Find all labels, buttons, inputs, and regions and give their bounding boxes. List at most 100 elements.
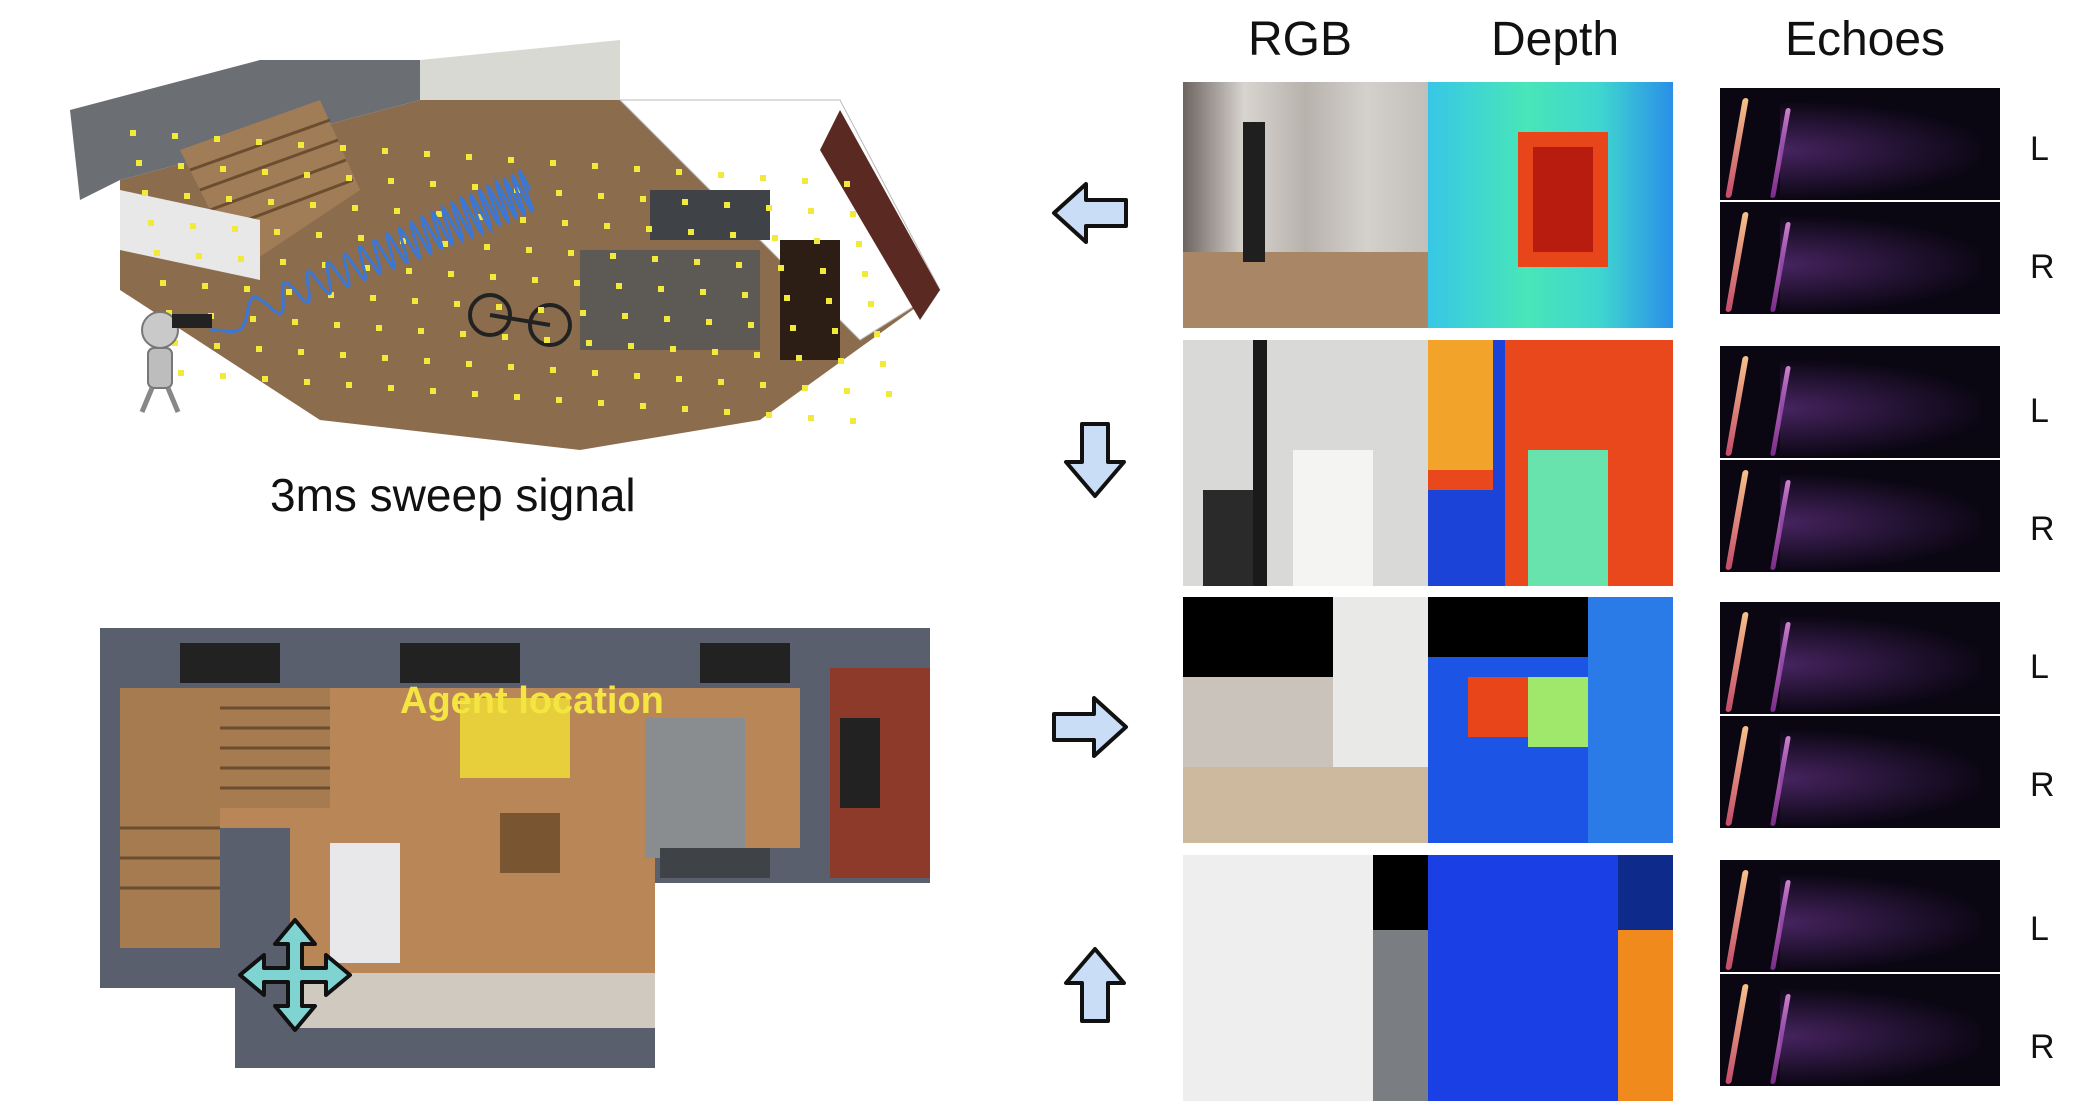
echo-spectrogram-right <box>1720 460 2000 572</box>
rgb-panel-row3 <box>1183 597 1428 843</box>
sampling-dot <box>430 388 436 394</box>
sampling-dot <box>340 352 346 358</box>
sampling-dot <box>616 283 622 289</box>
sampling-dot <box>850 211 856 217</box>
sampling-dot <box>298 142 304 148</box>
sampling-dot <box>520 217 526 223</box>
sampling-dot <box>172 340 178 346</box>
sampling-dot <box>388 385 394 391</box>
sampling-dot <box>382 148 388 154</box>
sampling-dot <box>538 307 544 313</box>
sampling-dot <box>136 160 142 166</box>
depth-panel-row2 <box>1428 340 1673 586</box>
sampling-dot <box>244 286 250 292</box>
sampling-dot <box>604 223 610 229</box>
sampling-grid-dots <box>130 130 892 424</box>
header-echoes: Echoes <box>1784 13 1946 66</box>
map-yellow-rug <box>460 698 570 778</box>
sampling-dot <box>754 352 760 358</box>
sampling-dot <box>226 196 232 202</box>
room-3d-view <box>70 40 941 450</box>
sampling-dot <box>448 271 454 277</box>
sampling-dot <box>808 208 814 214</box>
label-l-row3: L <box>2030 648 2049 686</box>
map-sofa <box>660 848 770 878</box>
sampling-dot <box>220 166 226 172</box>
sampling-dot <box>430 181 436 187</box>
sampling-dot <box>184 193 190 199</box>
rgb-panel-row4 <box>1183 855 1428 1101</box>
map-stairs <box>120 688 330 948</box>
sampling-dot <box>568 250 574 256</box>
sampling-dot <box>196 253 202 259</box>
sampling-dot <box>556 190 562 196</box>
sampling-dot <box>772 235 778 241</box>
sampling-dot <box>664 316 670 322</box>
sampling-dot <box>466 361 472 367</box>
rgb-panel-row1 <box>1183 82 1428 328</box>
sampling-dot <box>178 370 184 376</box>
robot-agent-icon <box>139 311 212 413</box>
sampling-dot <box>634 373 640 379</box>
rug <box>580 250 760 350</box>
sampling-dot <box>598 400 604 406</box>
sampling-dot <box>142 190 148 196</box>
sampling-dot <box>472 391 478 397</box>
sampling-dot <box>406 268 412 274</box>
sampling-dot <box>262 376 268 382</box>
sampling-dot <box>736 262 742 268</box>
sampling-dot <box>682 406 688 412</box>
echo-spectrogram-left <box>1720 602 2000 714</box>
map-cabinet-3 <box>700 643 790 683</box>
sweep-signal-caption: 3ms sweep signal <box>270 469 636 521</box>
sampling-dot <box>190 223 196 229</box>
map-table <box>500 813 560 873</box>
echo-spectrogram-left <box>1720 346 2000 458</box>
header-depth: Depth <box>1490 13 1620 66</box>
sampling-dot <box>844 181 850 187</box>
sampling-dot <box>880 361 886 367</box>
label-r-row3: R <box>2030 766 2055 804</box>
partition-wall <box>120 190 260 280</box>
sampling-dot <box>628 343 634 349</box>
sampling-dot <box>214 136 220 142</box>
sampling-dot <box>724 409 730 415</box>
sampling-dot <box>232 226 238 232</box>
sampling-dot <box>544 337 550 343</box>
sampling-dot <box>784 295 790 301</box>
sampling-dot <box>214 343 220 349</box>
sampling-dot <box>484 244 490 250</box>
sampling-dot <box>256 139 262 145</box>
sampling-dot <box>454 301 460 307</box>
arrow-down-icon <box>1064 422 1126 498</box>
sampling-dot <box>808 415 814 421</box>
label-r-row1: R <box>2030 248 2055 286</box>
sampling-dot <box>394 208 400 214</box>
echo-spectrogram-right <box>1720 716 2000 828</box>
sampling-dot <box>730 232 736 238</box>
sampling-dot <box>172 133 178 139</box>
sampling-dot <box>610 253 616 259</box>
sampling-dot <box>502 334 508 340</box>
sampling-dot <box>718 379 724 385</box>
arrow-right-icon <box>1052 696 1128 758</box>
sampling-dot <box>622 313 628 319</box>
sampling-dot <box>832 328 838 334</box>
sampling-dot <box>382 355 388 361</box>
sampling-dot <box>856 241 862 247</box>
sampling-dot <box>844 388 850 394</box>
sampling-dot <box>682 199 688 205</box>
sampling-dot <box>556 397 562 403</box>
sampling-dot <box>640 196 646 202</box>
sampling-dot <box>748 322 754 328</box>
sampling-dot <box>874 331 880 337</box>
sampling-dot <box>694 259 700 265</box>
depth-panel-row4 <box>1428 855 1673 1101</box>
sampling-dot <box>508 157 514 163</box>
sampling-dot <box>262 169 268 175</box>
echo-spectrogram-right <box>1720 974 2000 1086</box>
sampling-dot <box>652 256 658 262</box>
sampling-dot <box>640 403 646 409</box>
sampling-dot <box>670 346 676 352</box>
sampling-dot <box>160 280 166 286</box>
